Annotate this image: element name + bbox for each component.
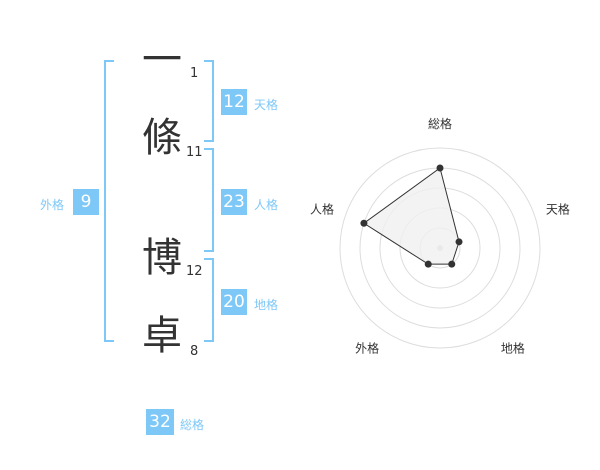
jinkaku-label: 人格: [254, 198, 279, 212]
chikaku-bracket: [204, 258, 214, 342]
tenkaku-bracket: [204, 60, 214, 142]
gaikaku-value: 9: [73, 189, 99, 215]
stroke-count-2: 11: [186, 145, 203, 160]
stroke-count-3: 12: [186, 264, 203, 279]
gaikaku-label: 外格: [40, 198, 65, 212]
radar-axis-label-4: 外格: [355, 340, 379, 355]
name-char-1: 一: [142, 37, 182, 83]
soukaku-label: 総格: [180, 418, 205, 432]
soukaku-value: 32: [146, 409, 174, 435]
radar-point-3: [448, 260, 456, 268]
radar-point-2: [455, 238, 463, 246]
name-char-4: 卓: [142, 313, 182, 359]
radar-point-5: [360, 219, 368, 227]
radar-axis-label-5: 人格: [310, 202, 334, 217]
chikaku-value: 20: [221, 289, 247, 315]
radar-axis-label-1: 総格: [428, 116, 452, 131]
name-char-3: 博: [142, 235, 182, 281]
jinkaku-bracket: [204, 148, 214, 252]
jinkaku-value: 23: [221, 189, 247, 215]
radar-point-4: [424, 260, 432, 268]
name-char-2: 條: [142, 115, 182, 161]
stroke-count-4: 8: [190, 344, 199, 359]
chikaku-label: 地格: [254, 298, 279, 312]
radar-axis-label-2: 天格: [546, 202, 570, 217]
radar-point-1: [436, 164, 444, 172]
tenkaku-label: 天格: [254, 98, 279, 112]
tenkaku-value: 12: [221, 89, 247, 115]
radar-points: [360, 164, 463, 268]
stroke-count-1: 1: [190, 66, 199, 81]
radar-axis-label-3: 地格: [501, 340, 525, 355]
radar-ring: [339, 147, 541, 349]
gaikaku-bracket: [104, 60, 114, 342]
radar-area: [363, 167, 460, 265]
